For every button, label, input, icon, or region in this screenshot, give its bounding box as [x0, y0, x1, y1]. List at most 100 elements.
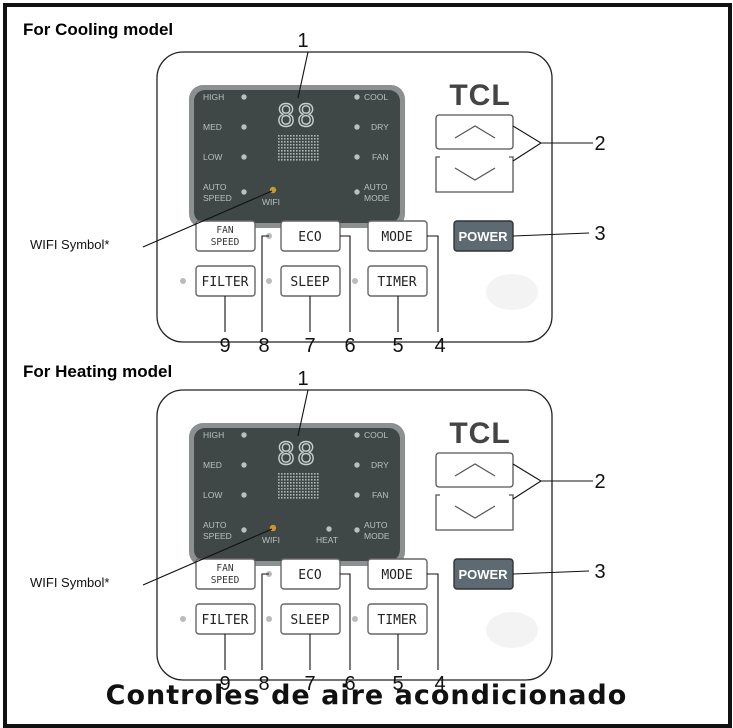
- display-dot: [314, 150, 316, 152]
- display-dot: [278, 491, 280, 493]
- display-dot: [296, 494, 298, 496]
- display-dot: [284, 135, 286, 137]
- display-dot: [302, 141, 304, 143]
- fan-speed-label-2: SPEED: [211, 575, 240, 586]
- heat-led: [326, 526, 332, 532]
- fan-speed-button[interactable]: [195, 220, 256, 252]
- display-dot: [305, 135, 307, 137]
- display-dot-grid: [278, 135, 319, 161]
- display-dot: [317, 476, 319, 478]
- display-dot: [308, 141, 310, 143]
- indicator-dry-label: DRY: [371, 122, 389, 132]
- display-dot: [302, 497, 304, 499]
- display-dot: [287, 138, 289, 140]
- display-dot: [293, 476, 295, 478]
- display-dot: [287, 156, 289, 158]
- display-dot: [314, 485, 316, 487]
- display-dot: [281, 485, 283, 487]
- display-dot: [299, 479, 301, 481]
- sleep-led: [266, 616, 272, 622]
- display-dot: [305, 479, 307, 481]
- callout-number-4: 4: [434, 335, 445, 357]
- callout-number-5: 5: [392, 673, 403, 695]
- display-dot: [293, 141, 295, 143]
- display-dot: [305, 144, 307, 146]
- brand-logo: TCL: [449, 79, 510, 112]
- indicator-low-label: LOW: [203, 490, 222, 500]
- indicator-fan-label: FAN: [372, 152, 389, 162]
- display-dot: [281, 144, 283, 146]
- outer-frame: [3, 3, 732, 728]
- display-dot: [278, 144, 280, 146]
- callout-number-3: 3: [594, 223, 605, 245]
- indicator-low-led: [241, 154, 247, 160]
- display-dot: [311, 144, 313, 146]
- display-dot: [305, 159, 307, 161]
- display-dot: [296, 144, 298, 146]
- display-dot: [293, 138, 295, 140]
- display-dot: [281, 473, 283, 475]
- indicator-high-label: HIGH: [203, 430, 224, 440]
- display-dot: [290, 141, 292, 143]
- temp-up-button[interactable]: [435, 452, 514, 488]
- callout-number-6: 6: [344, 673, 355, 695]
- display-dot: [308, 159, 310, 161]
- display-dot: [293, 150, 295, 152]
- display-dot: [308, 473, 310, 475]
- temp-down-button[interactable]: [435, 156, 514, 193]
- display-dot: [290, 138, 292, 140]
- indicator-auto-mode-label-2: MODE: [364, 531, 390, 541]
- display-dot: [281, 138, 283, 140]
- callout-number-4: 4: [434, 673, 445, 695]
- fan-speed-button[interactable]: [195, 558, 256, 590]
- display-dot: [305, 138, 307, 140]
- timer-button-label: TIMER: [377, 613, 416, 628]
- display-dot: [314, 494, 316, 496]
- filter-button-label: FILTER: [202, 613, 249, 628]
- indicator-auto-speed-label-1: AUTO: [203, 182, 227, 192]
- power-button-label: POWER: [458, 229, 508, 244]
- indicator-high-led: [241, 432, 247, 438]
- temp-down-button[interactable]: [435, 494, 514, 531]
- display-dot: [302, 135, 304, 137]
- display-dot: [287, 150, 289, 152]
- display-dot: [281, 156, 283, 158]
- display-dot: [278, 138, 280, 140]
- display-dot: [281, 150, 283, 152]
- display-dot: [308, 156, 310, 158]
- display-dot: [296, 150, 298, 152]
- display-dot: [314, 141, 316, 143]
- display-dot: [278, 141, 280, 143]
- display-dot: [314, 135, 316, 137]
- display-dot: [305, 482, 307, 484]
- decorative-blob: [486, 612, 538, 648]
- display-dot: [278, 482, 280, 484]
- display-dot: [287, 485, 289, 487]
- display-dot: [278, 479, 280, 481]
- display-dot: [281, 491, 283, 493]
- display-dot: [287, 141, 289, 143]
- temp-up-button[interactable]: [435, 114, 514, 150]
- display-dot: [302, 476, 304, 478]
- sleep-button-label: SLEEP: [290, 275, 329, 290]
- indicator-low-label: LOW: [203, 152, 222, 162]
- display-dot: [281, 135, 283, 137]
- display-dot: [284, 473, 286, 475]
- display-dot: [317, 497, 319, 499]
- display-dot: [278, 476, 280, 478]
- display-dot: [284, 156, 286, 158]
- display-dot: [284, 150, 286, 152]
- display-dot: [278, 135, 280, 137]
- display-dot: [314, 138, 316, 140]
- display-dot: [281, 488, 283, 490]
- display-dot: [317, 150, 319, 152]
- display-dot: [278, 494, 280, 496]
- fan-speed-label-1: FAN: [216, 563, 233, 574]
- display-dot: [293, 494, 295, 496]
- display-dot: [317, 147, 319, 149]
- chevron-up-icon: [454, 125, 496, 139]
- display-dot: [287, 135, 289, 137]
- display-dot: [299, 497, 301, 499]
- display-dot: [299, 153, 301, 155]
- display-dot: [314, 482, 316, 484]
